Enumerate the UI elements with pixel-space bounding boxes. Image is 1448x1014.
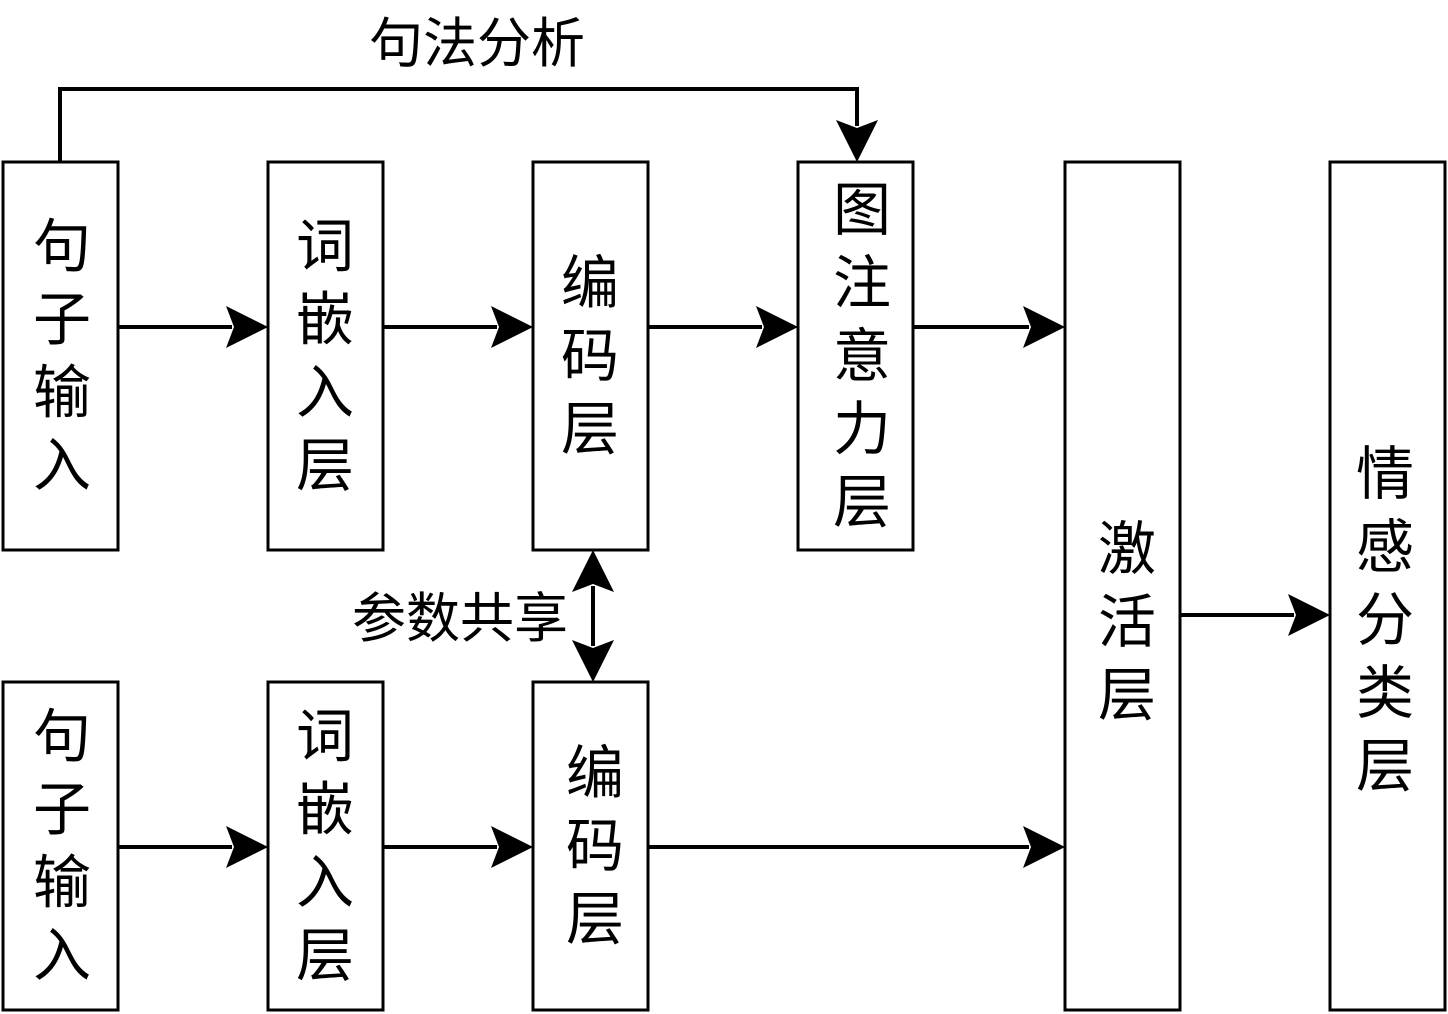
edge-syntax-analysis bbox=[58, 87, 878, 162]
edge-parameter-sharing bbox=[572, 550, 614, 682]
node-encoder-top-label: 编码层 bbox=[561, 249, 619, 463]
node-activation: 激活层 bbox=[1063, 160, 1182, 1012]
edge-encoder-bottom-to-activation bbox=[648, 826, 1065, 868]
node-graph-attention-label: 图注意力层 bbox=[833, 176, 891, 536]
node-embed-bottom-label: 词嵌入层 bbox=[296, 703, 354, 990]
edge-input-to-embed-top bbox=[118, 306, 268, 348]
edge-attention-to-activation bbox=[913, 306, 1065, 348]
edge-encoder-to-attention bbox=[648, 306, 798, 348]
edge-label-syntax: 句法分析 bbox=[369, 12, 585, 75]
node-graph-attention: 图注意力层 bbox=[796, 160, 915, 552]
node-classifier: 情感分类层 bbox=[1328, 160, 1447, 1012]
edge-embed-to-encoder-top bbox=[383, 306, 533, 348]
node-embed-bottom: 词嵌入层 bbox=[266, 680, 385, 1012]
edge-label-share: 参数共享 bbox=[352, 587, 568, 650]
node-encoder-bottom-label: 编码层 bbox=[566, 739, 624, 953]
edge-activation-to-classifier bbox=[1180, 594, 1330, 636]
node-encoder-bottom: 编码层 bbox=[531, 680, 650, 1012]
node-classifier-label: 情感分类层 bbox=[1356, 440, 1414, 800]
node-input-top-label: 句子输入 bbox=[33, 213, 91, 500]
node-activation-label: 激活层 bbox=[1098, 515, 1156, 729]
node-embed-top: 词嵌入层 bbox=[266, 160, 385, 552]
node-embed-top-label: 词嵌入层 bbox=[296, 213, 354, 500]
node-encoder-top: 编码层 bbox=[531, 160, 650, 552]
node-input-bottom-label: 句子输入 bbox=[33, 703, 91, 990]
edge-embed-to-encoder-bottom bbox=[383, 826, 533, 868]
edge-input-to-embed-bottom bbox=[118, 826, 268, 868]
node-input-top: 句子输入 bbox=[1, 160, 120, 552]
node-input-bottom: 句子输入 bbox=[1, 680, 120, 1012]
